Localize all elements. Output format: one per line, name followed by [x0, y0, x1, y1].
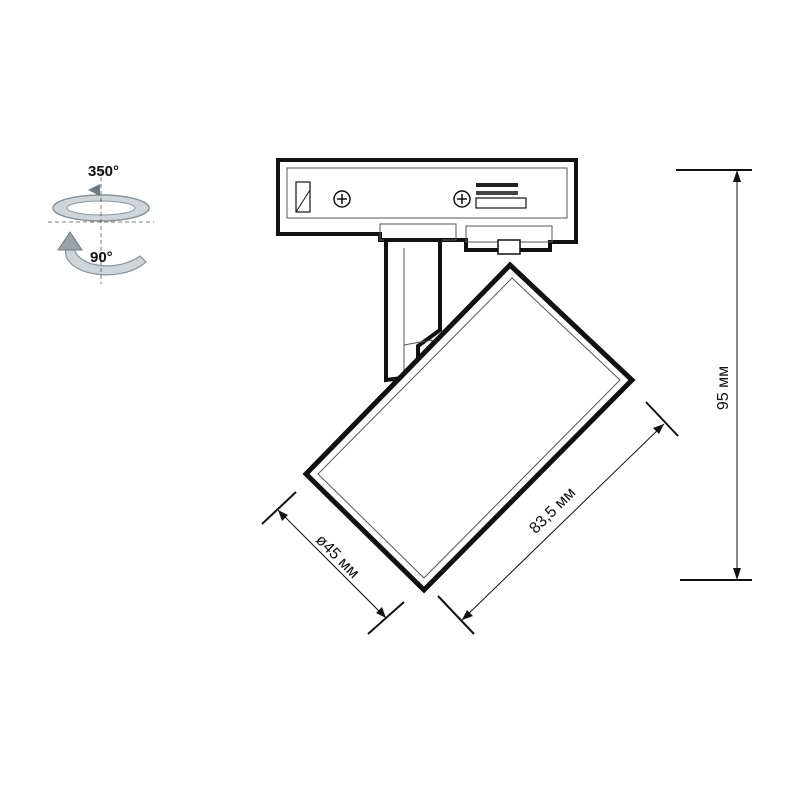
length-dimension-label: 83,5 мм: [526, 484, 579, 537]
rotation-icon: 350° 90°: [48, 163, 154, 284]
adapter-housing: [276, 158, 578, 252]
lamp-body: [302, 261, 636, 594]
track-adapter: [276, 158, 578, 255]
screw-right-icon: [453, 190, 471, 208]
horizontal-rotation-arrow-icon: [88, 184, 100, 196]
vertical-rotation-label: 90°: [90, 249, 113, 266]
mounting-stem: [384, 238, 442, 383]
height-dimension: 95 мм: [676, 169, 752, 581]
diameter-dimension-label: ø45 мм: [312, 532, 362, 582]
horizontal-rotation-label: 350°: [88, 163, 119, 180]
height-dimension-label: 95 мм: [715, 366, 732, 410]
screw-left-icon: [333, 190, 351, 208]
vertical-rotation-arrow-icon: [65, 247, 147, 276]
